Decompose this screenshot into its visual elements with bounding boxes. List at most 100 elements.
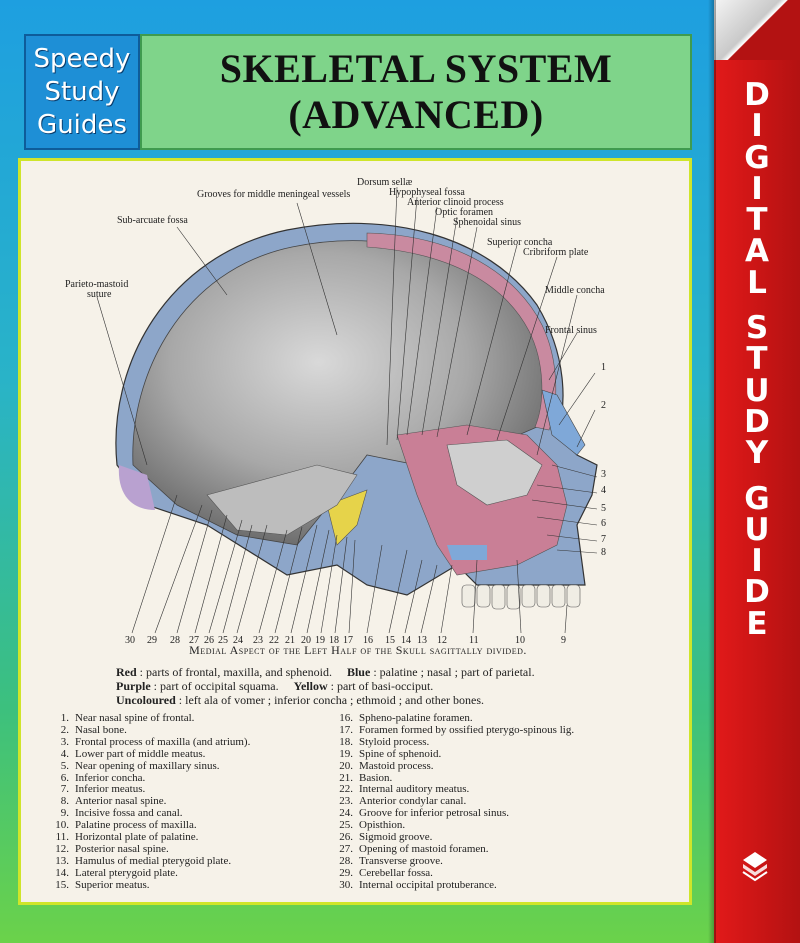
key-list-item: 11.Horizontal plate of palatine. — [51, 831, 351, 844]
key-text: Nasal bone. — [75, 723, 127, 736]
figure-number-bottom: 18 — [329, 635, 339, 646]
key-list-item: 25.Opisthion. — [335, 819, 695, 832]
label-cribriform: Cribriform plate — [523, 247, 589, 258]
key-list-item: 16. Spheno-palatine foramen. — [335, 712, 695, 725]
key-text: Transverse groove. — [359, 854, 443, 867]
key-number: 26. — [339, 831, 353, 844]
figure-number-bottom: 23 — [253, 635, 263, 646]
spine-letter: I — [751, 170, 763, 207]
key-list-item: 17. Foramen formed by ossified pterygo-sp… — [335, 723, 695, 737]
key-number: 3. — [60, 735, 69, 748]
key-list-item: 3. Frontal process of maxilla (and atrium… — [51, 735, 351, 749]
key-number: 17. — [339, 723, 353, 736]
key-number: 24. — [339, 807, 353, 820]
page-curl — [714, 0, 800, 60]
key-text: Horizontal plate of palatine. — [75, 831, 199, 844]
key-list-item: 10.Palatine process of maxilla. — [51, 819, 351, 832]
key-list-item: 18.Styloid process. — [335, 735, 695, 749]
speedy-study-guides-logo: Speedy Study Guides — [24, 34, 140, 150]
key-number: 23. — [339, 795, 353, 808]
spine-letter: I — [751, 108, 763, 145]
spine-letter: U — [744, 372, 770, 409]
key-number: 25. — [339, 819, 353, 832]
key-number: 16. — [339, 712, 353, 724]
key-text: Basion. — [359, 771, 393, 784]
key-list-item: 24.Groove for inferior petrosal sinus. — [335, 807, 695, 820]
petrous — [206, 464, 358, 536]
key-list-item: 2. Nasal bone. — [51, 723, 351, 737]
label-middle-concha: Middle concha — [545, 285, 605, 296]
key-number: 14. — [55, 866, 69, 879]
key-text: Foramen formed by ossified pterygo-spino… — [359, 723, 575, 736]
key-number: 1. — [60, 712, 69, 724]
figure-number-right: 4 — [601, 485, 606, 496]
skull-illustration: Grooves for middle meningeal vessels Dor… — [65, 177, 606, 646]
label-dorsum: Dorsum sellæ — [357, 177, 413, 188]
key-number: 28. — [339, 854, 353, 867]
legend-row-uncoloured: Uncoloured : left ala of vomer ; inferio… — [116, 693, 676, 707]
figure-number-bottom: 10 — [515, 635, 525, 646]
figure-number-right: 5 — [601, 503, 606, 514]
label-sub-arcuate: Sub-arcuate fossa — [117, 215, 188, 226]
title-banner: SKELETAL SYSTEM (ADVANCED) — [140, 34, 692, 150]
legend-purple-label: Purple — [116, 679, 151, 693]
spine-letter: Y — [745, 435, 769, 472]
logo-line-2: Study — [44, 76, 120, 107]
key-list-item: 20. Mastoid process. — [335, 759, 695, 773]
legend-row-purple: Purple : part of occipital squama. Yello… — [116, 679, 676, 693]
key-list-item: 30.Internal occipital protuberance. — [335, 879, 695, 892]
figure-number-bottom: 17 — [343, 635, 353, 646]
key-list-item: 4.Lower part of middle meatus. — [51, 747, 351, 761]
figure-number-bottom: 13 — [417, 635, 427, 646]
key-text: Sigmoid groove. — [359, 831, 433, 844]
legend-uncoloured-text: : left ala of vomer ; inferior concha ; … — [178, 693, 485, 707]
figure-number-right: 8 — [601, 547, 606, 558]
figure-number-right: 3 — [601, 469, 606, 480]
key-text: Lateral pterygoid plate. — [75, 866, 178, 879]
key-number: 9. — [60, 807, 69, 820]
key-number: 7. — [60, 783, 69, 796]
key-list-item: 19.Spine of sphenoid. — [335, 748, 695, 761]
label-anterior-clinoid: Anterior clinoid process — [407, 197, 504, 208]
key-number: 6. — [60, 771, 69, 784]
key-text: Mastoid process. — [359, 759, 434, 772]
key-number: 20. — [339, 759, 353, 772]
spine-letter: G — [744, 480, 770, 517]
key-text: Superior meatus. — [75, 878, 150, 891]
spine-shadow — [708, 0, 716, 943]
conchae — [446, 439, 543, 506]
key-number: 29. — [339, 866, 353, 879]
figure-number-bottom: 26 — [204, 635, 214, 646]
key-text: Spheno-palatine foramen. — [359, 712, 473, 724]
legend-red-text: : parts of frontal, maxilla, and sphenoi… — [139, 665, 332, 679]
key-text: Styloid process. — [359, 735, 430, 748]
spine-letter: G — [744, 139, 770, 176]
figure-number-bottom: 24 — [233, 635, 243, 646]
key-text: Hamulus of medial pterygoid plate. — [75, 854, 232, 867]
legend-purple-text: : part of occipital squama. — [153, 679, 279, 693]
figure-number-bottom: 20 — [301, 635, 311, 646]
figure-number-bottom: 15 — [385, 635, 395, 646]
nasal-blue — [541, 389, 586, 456]
key-number: 12. — [55, 842, 69, 855]
frontal-red — [366, 232, 557, 431]
key-text: Frontal process of maxilla (and atrium). — [75, 735, 251, 748]
key-text: Inferior concha. — [75, 771, 146, 784]
publisher-logo-icon — [742, 852, 768, 882]
key-list-item: 23.Anterior condylar canal. — [335, 795, 695, 808]
label-frontal-sinus: Frontal sinus — [545, 325, 597, 336]
figure-number-bottom: 12 — [437, 635, 447, 646]
figure-number-right: 7 — [601, 534, 606, 545]
key-text: Opening of mastoid foramen. — [359, 842, 489, 855]
key-number: 21. — [339, 771, 353, 784]
color-legend: Red : parts of frontal, maxilla, and sph… — [116, 665, 676, 707]
figure-number-bottom: 21 — [285, 635, 295, 646]
figure-number-bottom: 29 — [147, 635, 157, 646]
key-number: 2. — [60, 723, 69, 736]
key-text: Lower part of middle meatus. — [75, 747, 206, 760]
figure-number-bottom: 28 — [170, 635, 180, 646]
figure-number-bottom: 14 — [401, 635, 411, 646]
key-text: Posterior nasal spine. — [75, 842, 169, 855]
key-number: 5. — [60, 759, 69, 772]
